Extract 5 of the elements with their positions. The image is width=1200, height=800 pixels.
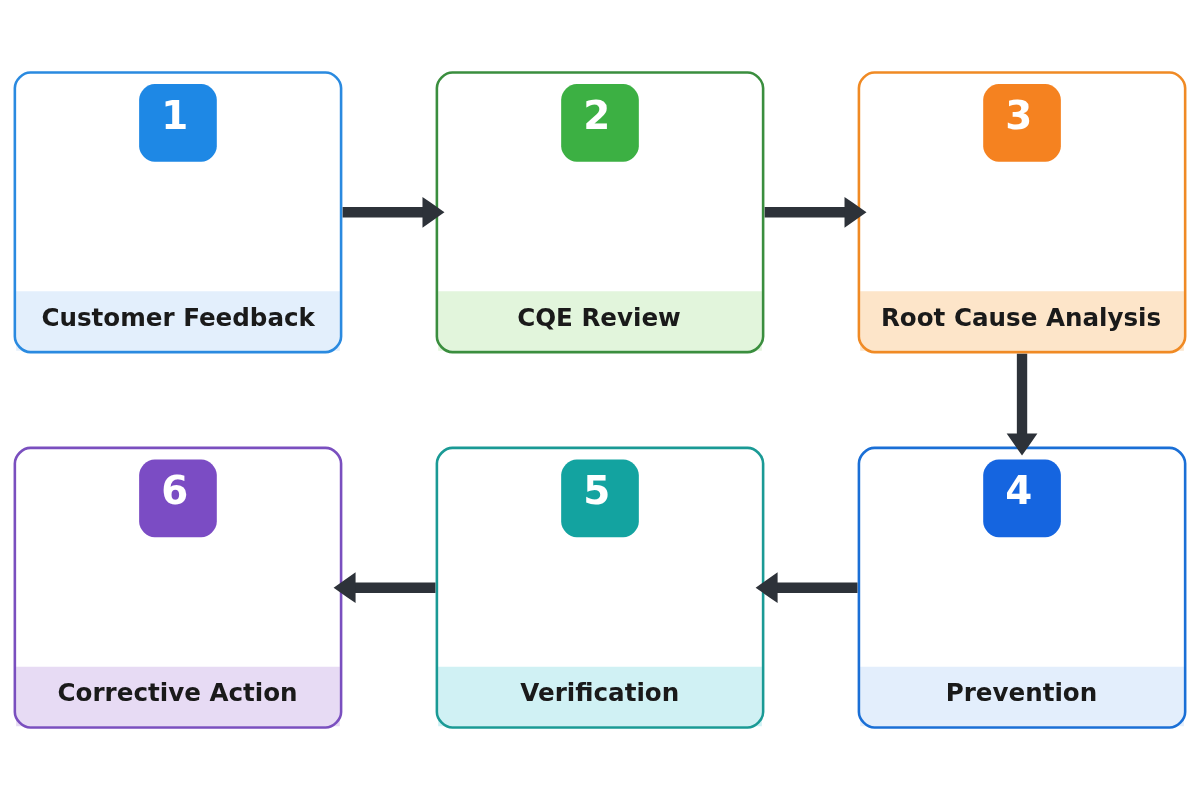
arrow xyxy=(764,196,867,228)
arrow xyxy=(342,196,445,228)
arrow xyxy=(333,572,436,604)
arrow xyxy=(755,572,858,604)
arrow xyxy=(1006,353,1038,456)
